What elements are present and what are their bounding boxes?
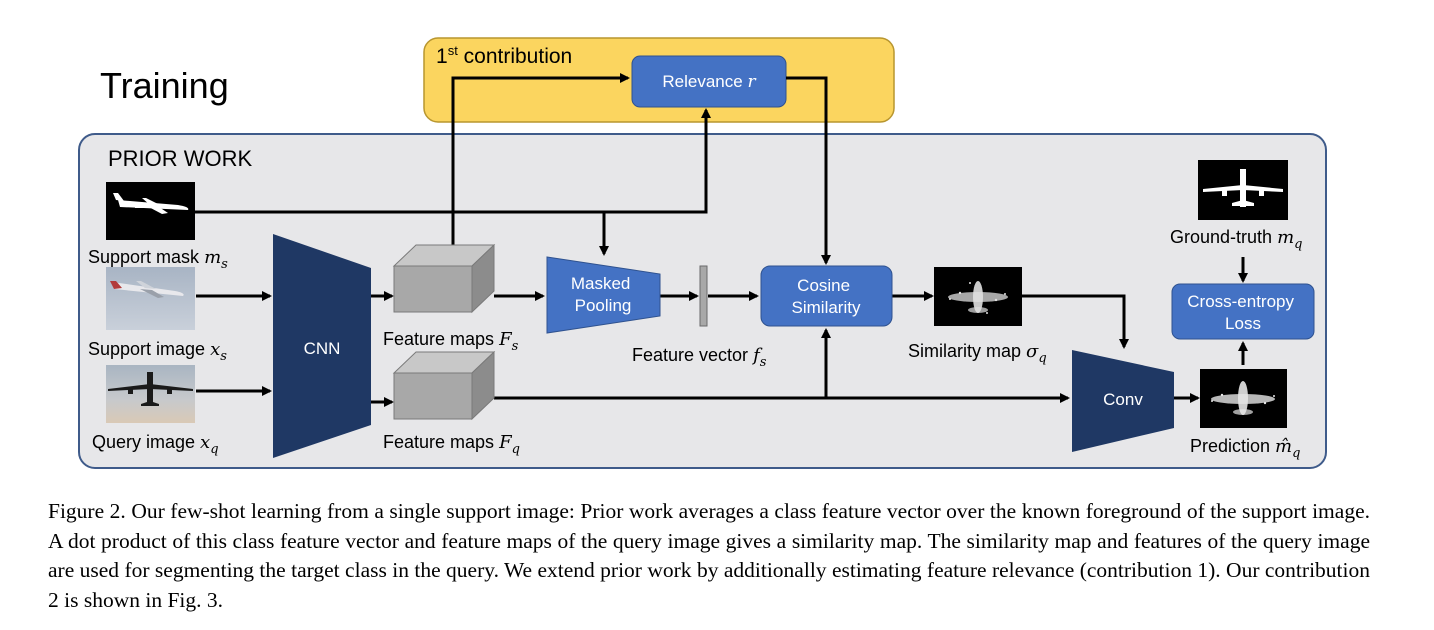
- masked-pooling-line1: Masked: [571, 274, 631, 293]
- contribution-label: 1st contribution: [436, 43, 572, 68]
- arrow-features-to-relevance: [451, 73, 630, 252]
- feature-vector-bar: [699, 265, 708, 327]
- prior-work-label: PRIOR WORK: [108, 146, 253, 171]
- relevance-box: [631, 55, 787, 108]
- prediction-label: Prediction m̂q: [1190, 436, 1300, 461]
- cosine-line2: Similarity: [792, 298, 861, 317]
- similarity-map-label: Similarity map σq: [908, 341, 1047, 366]
- support-mask-label: Support mask ms: [88, 247, 228, 272]
- conv-label: Conv: [1103, 390, 1143, 409]
- masked-pooling-label: Masked Pooling: [571, 274, 635, 315]
- ground-truth-image: [1198, 160, 1288, 220]
- relevance-symbol: r: [747, 72, 756, 92]
- query-image: [106, 365, 195, 423]
- conv-block: [1072, 350, 1174, 452]
- masked-pooling-block: [546, 256, 661, 334]
- training-title: Training: [100, 65, 229, 106]
- query-image-label: Query image xq: [92, 432, 219, 457]
- support-mask-image: [106, 182, 195, 240]
- cross-entropy-line1: Cross-entropy: [1187, 292, 1294, 311]
- contribution-word: contribution: [464, 45, 573, 68]
- similarity-map-image: [934, 267, 1022, 326]
- feature-maps-fs-label: Feature maps Fs: [383, 329, 519, 354]
- feature-maps-fq-cube: [392, 350, 496, 421]
- feature-maps-fq-label: Feature maps Fq: [383, 432, 520, 457]
- support-image: [106, 267, 195, 330]
- arrow-simmap-to-conv: [1022, 294, 1129, 349]
- cosine-similarity-box: [760, 265, 893, 327]
- contribution-superscript: st: [448, 43, 459, 58]
- cosine-similarity-label: Cosine Similarity: [792, 276, 861, 317]
- cross-entropy-label: Cross-entropy Loss: [1187, 292, 1299, 333]
- relevance-text: Relevance: [662, 72, 747, 91]
- prediction-image: [1200, 369, 1287, 428]
- arrow-relevance-to-cosine: [786, 76, 831, 265]
- cnn-label: CNN: [304, 339, 341, 358]
- ground-truth-label: Ground-truth mq: [1170, 227, 1302, 252]
- cross-entropy-line2: Loss: [1225, 314, 1261, 333]
- contribution-number: 1: [436, 45, 448, 68]
- cnn-block: [273, 234, 371, 458]
- cosine-line1: Cosine: [797, 276, 850, 295]
- cross-entropy-box: [1171, 283, 1315, 340]
- relevance-label: Relevance r: [662, 72, 756, 92]
- masked-pooling-line2: Pooling: [575, 296, 632, 315]
- figure-caption: Figure 2. Our few-shot learning from a s…: [48, 499, 1370, 612]
- arrow-mask-to-relevance: [604, 108, 711, 214]
- support-image-label: Support image xs: [88, 339, 227, 364]
- feature-maps-fs-cube: [392, 243, 496, 314]
